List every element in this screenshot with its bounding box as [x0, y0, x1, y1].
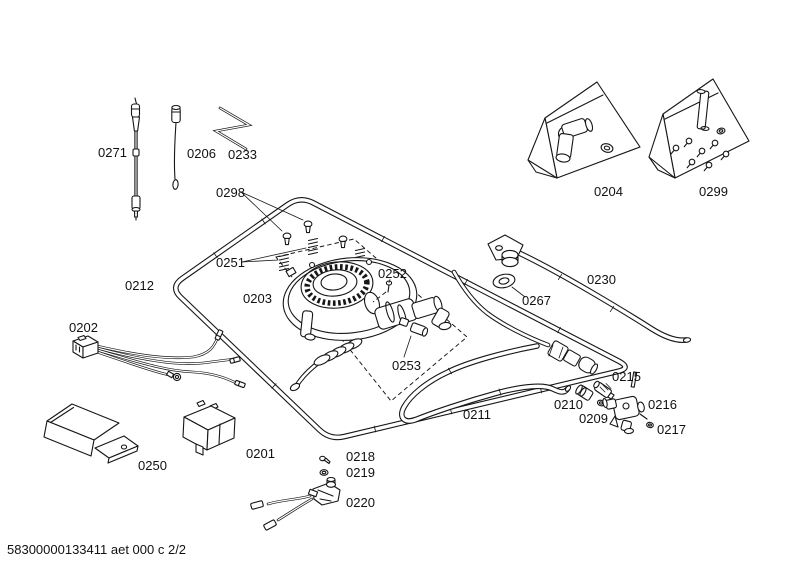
gasket-washer-drawing [492, 273, 526, 298]
part-label-0299: 0299 [699, 184, 728, 199]
small-seal-washer-0217-drawing [646, 421, 654, 429]
part-label-0203: 0203 [243, 291, 272, 306]
part-label-0251: 0251 [216, 255, 245, 270]
valve-fitting-0215-drawing [593, 380, 615, 400]
part-label-0210: 0210 [554, 397, 583, 412]
part-label-0230: 0230 [587, 272, 616, 287]
mounting-bracket-drawing [182, 399, 236, 456]
part-label-0253: 0253 [392, 358, 421, 373]
gas-inlet-fitting [547, 340, 599, 375]
cable-harness-drawing [72, 329, 246, 389]
ignition-electrode-drawing [130, 97, 141, 221]
screw-0218-drawing [319, 455, 331, 465]
part-label-0212: 0212 [125, 278, 154, 293]
parts-bag-0204-drawing [527, 81, 641, 179]
part-label-0267: 0267 [522, 293, 551, 308]
nut-0219-drawing [319, 469, 329, 476]
part-label-0211: 0211 [463, 407, 491, 422]
part-label-0216: 0216 [648, 397, 677, 412]
part-label-0233: 0233 [228, 147, 257, 162]
pipe-fitting-0210-drawing [575, 384, 594, 401]
cover-duct-drawing [43, 403, 139, 464]
thermocouple-drawing [171, 104, 181, 190]
burner-springs-drawing [278, 237, 366, 272]
part-label-0220: 0220 [346, 495, 375, 510]
part-label-0271: 0271 [98, 145, 127, 160]
part-label-0252: 0252 [378, 266, 407, 281]
parts-bag-0299-drawing [648, 78, 750, 179]
ribbed-coupling [313, 338, 363, 366]
hairpin-pipe-drawing [399, 343, 572, 424]
part-label-0201: 0201 [246, 446, 275, 461]
burner-screws-drawing [282, 220, 348, 249]
part-labels: 0271 0206 0233 0298 0251 0212 0203 0252 … [69, 145, 728, 510]
leader-lines [240, 191, 391, 283]
part-label-0209: 0209 [579, 411, 608, 426]
part-label-0298: 0298 [216, 185, 245, 200]
part-label-0202: 0202 [69, 320, 98, 335]
small-screw-drawing [372, 280, 393, 303]
gas-tap-valve-drawing [602, 371, 648, 435]
injector-nozzle-drawing [398, 317, 429, 358]
spring-wire-drawing [212, 106, 253, 151]
burner-gas-pipe-drawing [487, 234, 692, 344]
ignition-switch-drawing [250, 476, 341, 531]
part-label-0217: 0217 [657, 422, 686, 437]
part-label-0215: 0215 [612, 369, 641, 384]
manifold-frame-drawing [172, 197, 628, 441]
part-label-0250: 0250 [138, 458, 167, 473]
nozzle-jets [670, 127, 730, 172]
part-label-0206: 0206 [187, 146, 216, 161]
part-label-0204: 0204 [594, 184, 623, 199]
document-code: 58300000133411 aet 000 c 2/2 [7, 542, 186, 557]
part-label-0219: 0219 [346, 465, 375, 480]
part-label-0218: 0218 [346, 449, 375, 464]
